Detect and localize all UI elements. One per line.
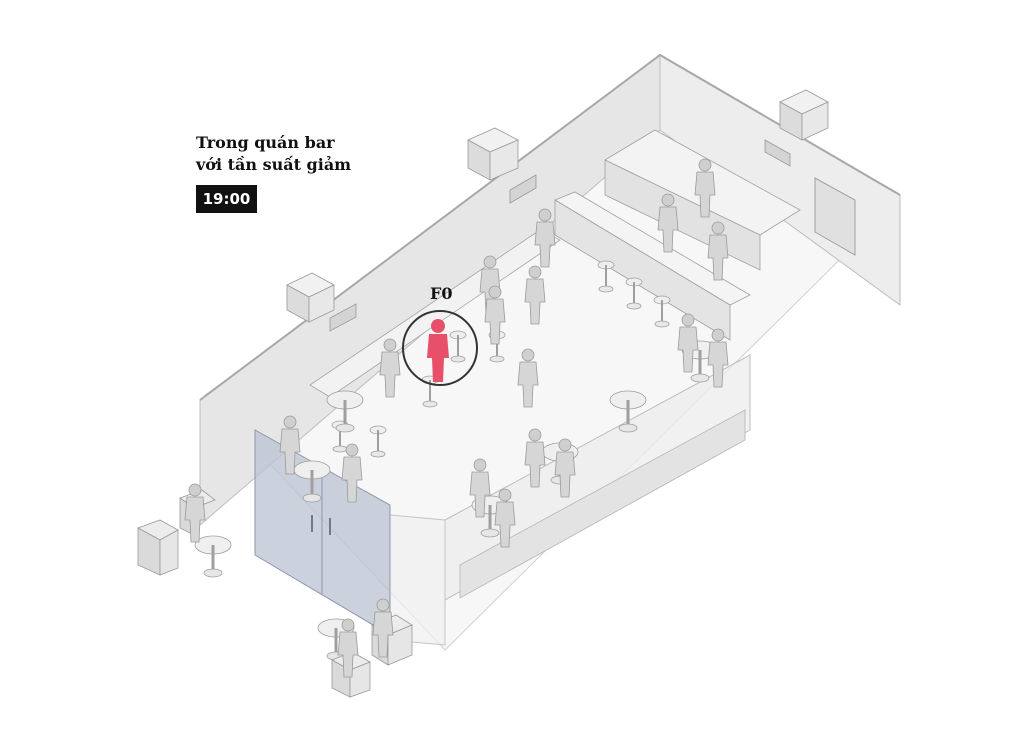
outdoor-armchair <box>137 519 179 576</box>
roof-vent <box>286 272 335 323</box>
roof-vent <box>467 127 519 181</box>
wall-top-edge <box>199 53 901 401</box>
highlight-ring <box>402 310 478 386</box>
wall-window <box>509 174 537 204</box>
roof-vent <box>779 89 829 141</box>
caption: Trong quán bar với tần suất giảm <box>196 132 351 176</box>
infected-person-figure <box>427 319 449 382</box>
outdoor-table <box>193 534 233 579</box>
patient-label: F0 <box>430 284 453 303</box>
caption-line-2: với tần suất giảm <box>196 155 352 174</box>
caption-line-1: Trong quán bar <box>196 133 335 152</box>
wall-window <box>329 303 357 332</box>
front-bench <box>459 409 746 599</box>
bar-counter-front <box>554 199 731 341</box>
wall-window <box>764 139 791 167</box>
time-badge: 19:00 <box>196 185 257 213</box>
back-door <box>814 177 856 256</box>
